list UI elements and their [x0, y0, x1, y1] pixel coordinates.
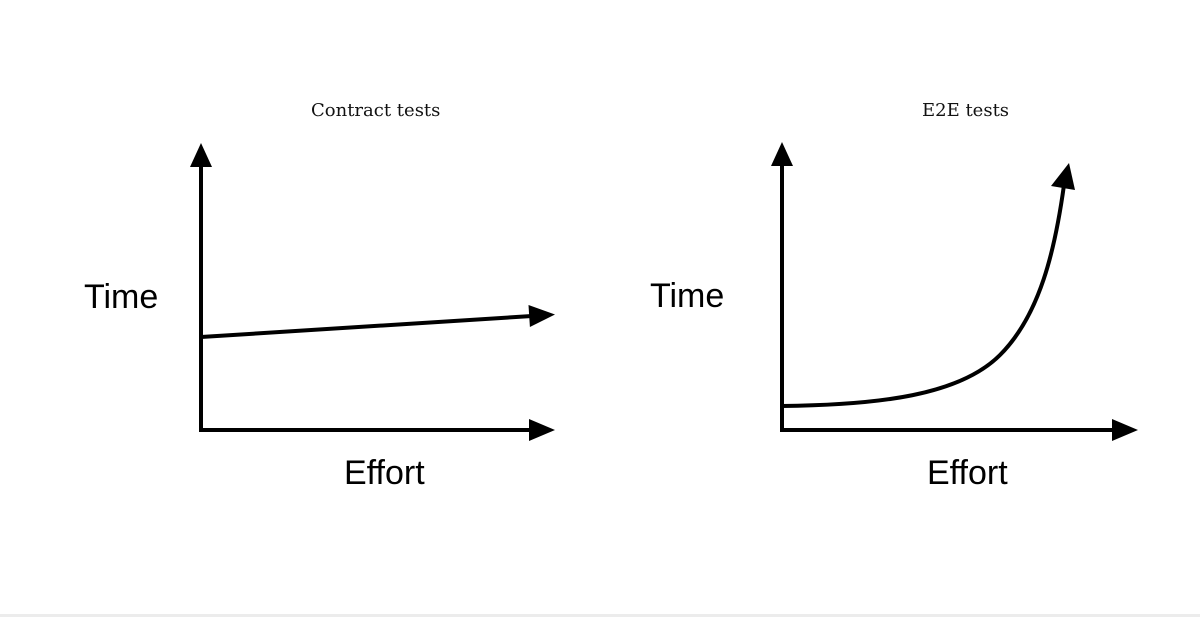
left-x-axis-label: Effort [344, 454, 425, 492]
right-x-axis-arrow-icon [1112, 419, 1138, 441]
left-chart-title: Contract tests [311, 100, 441, 121]
right-y-axis-label: Time [650, 277, 725, 315]
right-series-arrow-icon [1051, 163, 1075, 190]
right-chart [771, 142, 1138, 441]
right-series-curve [781, 184, 1066, 408]
left-series-line [200, 314, 533, 339]
bottom-divider [0, 614, 1200, 617]
left-y-axis-arrow-icon [190, 143, 212, 167]
left-series-arrow-icon [528, 305, 555, 327]
left-chart [190, 143, 555, 441]
left-x-axis-arrow-icon [529, 419, 555, 441]
right-chart-title: E2E tests [922, 100, 1010, 121]
right-x-axis-label: Effort [927, 454, 1008, 492]
left-y-axis-label: Time [84, 278, 159, 316]
right-y-axis-arrow-icon [771, 142, 793, 166]
